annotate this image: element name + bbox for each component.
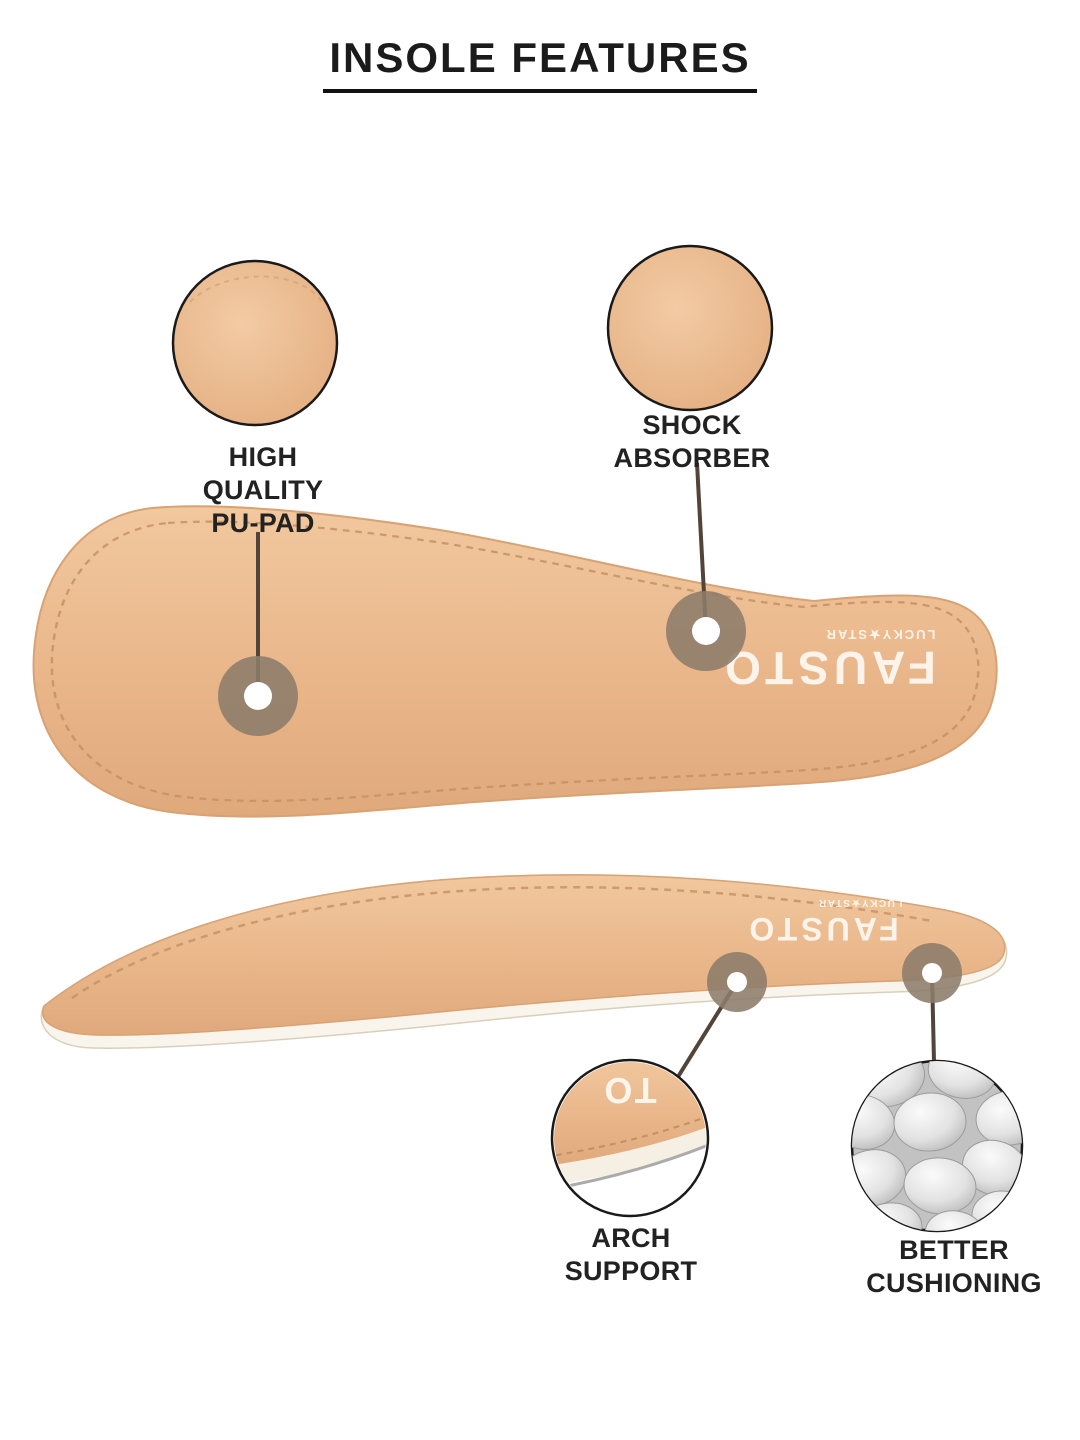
svg-text:TO: TO <box>601 1070 656 1111</box>
pu-pad-zoom-stitch <box>189 275 323 303</box>
insole-side-view: FAUSTO LUCKY★STAR <box>40 874 1008 1049</box>
marker-donut-arch <box>707 952 767 1012</box>
brand-name-side: FAUSTO <box>745 911 898 947</box>
callout-circle-shock <box>606 244 774 412</box>
marker-donut-cushion <box>902 943 962 1003</box>
brand-print-side: FAUSTO LUCKY★STAR <box>745 897 902 947</box>
callout-circle-cushion <box>850 1059 1024 1233</box>
brand-name-top: FAUSTO <box>720 642 936 694</box>
callout-label-cushion: BETTER CUSHIONING <box>866 1235 1042 1298</box>
insole-top-view: FAUSTO LUCKY★STAR <box>32 505 998 818</box>
arch-zoom-insole-top <box>554 1062 706 1167</box>
marker-donut-pu-pad <box>218 656 298 736</box>
callout-label-shock: SHOCK ABSORBER <box>613 410 771 473</box>
arch-zoom-brand-fragment: TO <box>601 1070 656 1111</box>
insole-side-top-layer <box>41 874 1006 1036</box>
callout-circle-arch: TO <box>550 1058 710 1218</box>
page-title: INSOLE FEATURES <box>0 34 1080 93</box>
page-title-text: INSOLE FEATURES <box>323 34 757 93</box>
feature-markers <box>218 591 962 1012</box>
insole-side-stitching <box>71 886 933 1000</box>
callout-label-arch: ARCH SUPPORT <box>564 1223 698 1286</box>
callout-circle-pu-pad <box>171 259 339 427</box>
brand-print-top: FAUSTO LUCKY★STAR <box>720 627 936 694</box>
brand-tagline-top: LUCKY★STAR <box>825 627 936 642</box>
marker-donut-shock <box>666 591 746 671</box>
arch-zoom-foam-band <box>554 1124 706 1187</box>
callout-label-pu-pad: HIGH QUALITY PU-PAD <box>202 442 324 538</box>
brand-tagline-side: LUCKY★STAR <box>818 897 903 908</box>
arch-zoom-content: TO <box>554 1062 706 1193</box>
